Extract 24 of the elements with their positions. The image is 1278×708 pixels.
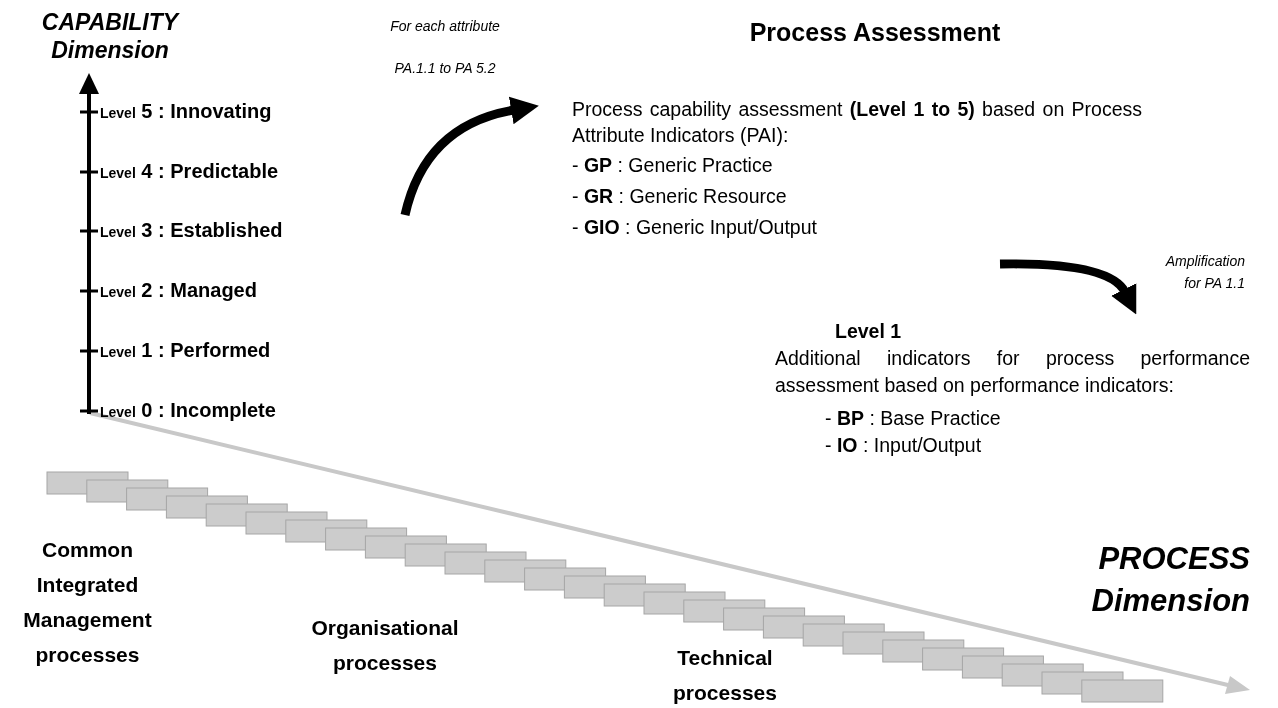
level-label: Level 3 : Established	[100, 218, 284, 243]
level-label: Level 5 : Innovating	[100, 99, 273, 124]
block-heading: Level 1	[835, 319, 902, 344]
category-label: Common Integrated Management processes	[22, 537, 153, 668]
level-label: Level 1 : Performed	[100, 338, 272, 363]
heading: Process Assessment	[748, 17, 1002, 48]
list-item: - GR : Generic Resource	[572, 184, 787, 209]
list-item: - GP : Generic Practice	[572, 153, 773, 178]
level-label: Level 0 : Incomplete	[100, 398, 277, 423]
curved-arrow	[999, 259, 1139, 313]
list-item: - IO : Input/Output	[825, 433, 982, 458]
level-label: Level 2 : Managed	[100, 278, 258, 303]
note-text: For each attribute	[389, 17, 501, 36]
description-text: Process capability assessment (Level 1 to 5) based on Process Attribute Indicators (PAI):	[572, 97, 1142, 148]
note-text: PA.1.1 to PA 5.2	[393, 59, 497, 78]
curved-arrow	[400, 96, 539, 217]
axis-title: CAPABILITY Dimension	[40, 8, 181, 64]
list-item: - BP : Base Practice	[825, 406, 1001, 431]
description-text: Additional indicators for process performance assessment based on performance indicators:	[775, 346, 1250, 398]
level-label: Level 4 : Predictable	[100, 159, 280, 184]
category-label: Technical processes	[672, 645, 778, 706]
category-label: Organisational processes	[310, 615, 460, 676]
list-item: - GIO : Generic Input/Output	[572, 215, 817, 240]
axis-title: PROCESS Dimension	[1090, 540, 1250, 620]
